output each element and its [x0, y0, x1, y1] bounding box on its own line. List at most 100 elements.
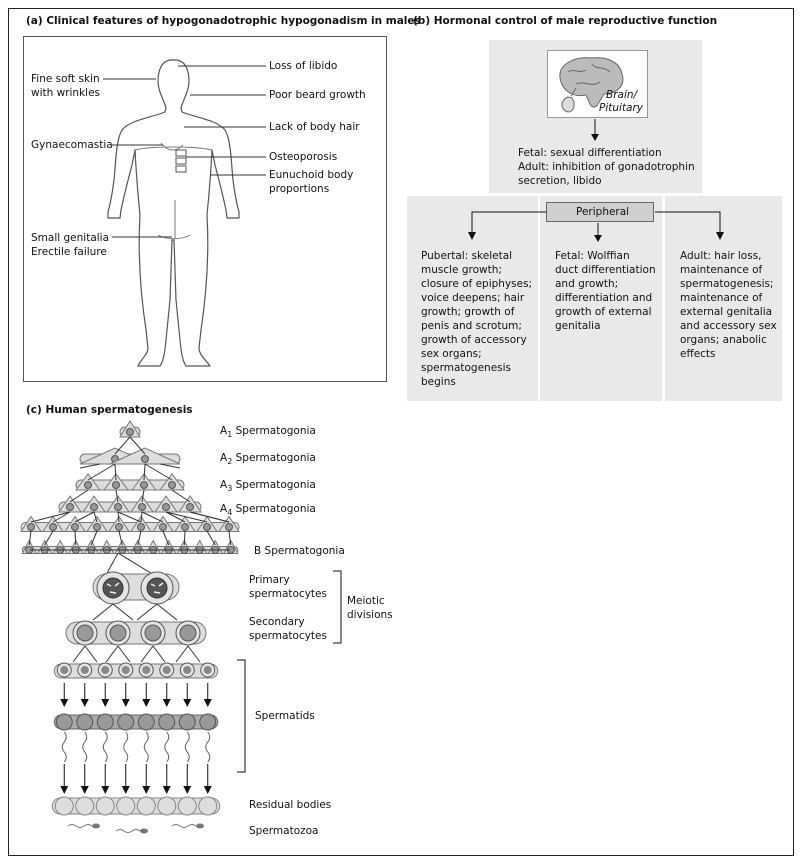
label-primary-2: spermatocytes: [249, 588, 327, 600]
label-gynaecomastia: Gynaecomastia: [31, 139, 113, 151]
spermatid-cell: [76, 713, 94, 731]
connector-line: [165, 511, 186, 523]
residual-body: [198, 796, 218, 816]
early-spermatid-nucleus: [80, 666, 89, 674]
label-meiotic-1: Meiotic: [347, 595, 385, 607]
spermatid-cell: [158, 713, 176, 731]
a4-spermatogonium-nucleus: [114, 503, 122, 511]
connector-line: [189, 511, 230, 523]
label-spermatozoa: Spermatozoa: [249, 825, 319, 837]
secondary-spermatocyte-nucleus: [109, 624, 127, 642]
label-eunuchoid-1: Eunuchoid body: [269, 169, 354, 181]
spermatozoon-tail: [67, 824, 93, 828]
pubertal-line-6: penis and scrotum;: [421, 320, 522, 332]
fetal-line-1: Fetal: Wolffian: [555, 250, 630, 262]
connector-line: [90, 530, 98, 546]
label-secondary-1: Secondary: [249, 616, 305, 628]
chromosome-marks: [106, 582, 120, 594]
residual-body: [75, 796, 95, 816]
spermatid-tail: [123, 731, 129, 763]
connector-line: [118, 530, 123, 546]
a4-expansion-spermatogonium-nucleus: [93, 523, 101, 531]
a4-expansion-spermatogonium-nucleus: [137, 523, 145, 531]
a3-spermatogonium-nucleus: [140, 481, 148, 489]
label-loss-libido: Loss of libido: [269, 60, 338, 72]
spermatozoon-tail: [171, 824, 197, 828]
connector-line: [137, 530, 142, 546]
early-spermatid-nucleus: [121, 666, 130, 674]
label-fine-skin-2: with wrinkles: [31, 87, 101, 99]
connector-line: [183, 530, 186, 546]
spermatozoon-tail: [115, 829, 141, 833]
connector-line: [30, 511, 71, 523]
connector-line: [117, 645, 131, 663]
early-spermatid-nucleus: [60, 666, 69, 674]
connector-line: [112, 603, 134, 621]
panel-c-title: (c) Human spermatogenesis: [26, 404, 193, 416]
adult-line-7: organs; anabolic: [680, 334, 767, 346]
spermatid-cell: [117, 713, 135, 731]
connector-line: [117, 511, 120, 523]
label-osteoporosis: Osteoporosis: [269, 151, 338, 163]
central-line-2: Adult: inhibition of gonadotrophin: [518, 161, 695, 173]
connector-line: [79, 463, 101, 469]
chromosome-marks: [150, 582, 164, 594]
spermatid-band: [53, 714, 219, 730]
male-body-outline: [107, 59, 240, 367]
connector-line: [140, 511, 143, 523]
connector-line: [152, 645, 166, 663]
pubertal-line-5: growth; growth of: [421, 306, 515, 318]
early-spermatid-nucleus: [203, 666, 212, 674]
label-fine-skin-1: Fine soft skin: [31, 73, 100, 85]
primary-spermatocyte-nucleus: [146, 577, 168, 599]
spermatid-cell: [137, 713, 155, 731]
a4-spermatogonium-nucleus: [162, 503, 170, 511]
fetal-line-3: and growth;: [555, 278, 619, 290]
residual-body: [54, 796, 74, 816]
a4-expansion-spermatogonium-nucleus: [27, 523, 35, 531]
spermatid-tail: [164, 731, 170, 763]
a4-spermatogonium-nucleus: [186, 503, 194, 511]
label-residual-bodies: Residual bodies: [249, 799, 332, 811]
meiotic-bracket: [333, 570, 342, 644]
spermatid-tail: [143, 731, 149, 763]
a3-spermatogonium-nucleus: [168, 481, 176, 489]
fetal-line-5: growth of external: [555, 306, 652, 318]
pubertal-line-2: muscle growth;: [421, 264, 502, 276]
pubertal-line-4: voice deepens; hair: [421, 292, 525, 304]
pubertal-line-1: Pubertal: skeletal: [421, 250, 513, 262]
pubertal-line-7: growth of accessory: [421, 334, 527, 346]
a4-expansion-spermatogonium-nucleus: [159, 523, 167, 531]
a4-spermatogonium-nucleus: [66, 503, 74, 511]
a3-spermatogonium-nucleus: [112, 481, 120, 489]
spermatozoon-head: [140, 828, 148, 834]
secondary-spermatocyte-nucleus: [179, 624, 197, 642]
brain-icon: [559, 57, 624, 108]
figure-frame: [8, 8, 794, 856]
spermatozoon-head: [196, 823, 204, 829]
spermatid-tail: [102, 731, 108, 763]
connector-line: [114, 463, 117, 481]
spermatid-tail: [184, 731, 190, 763]
early-spermatid-nucleus: [101, 666, 110, 674]
connector-line: [136, 603, 158, 621]
label-erectile-failure: Erectile failure: [31, 246, 107, 258]
label-spermatids: Spermatids: [255, 710, 315, 722]
a4-expansion-spermatogonium-nucleus: [71, 523, 79, 531]
a4-spermatogonium-nucleus: [90, 503, 98, 511]
adult-line-1: Adult: hair loss,: [680, 250, 762, 262]
residual-body: [177, 796, 197, 816]
connector-line: [144, 463, 173, 481]
secondary-spermatocyte-nucleus: [144, 624, 162, 642]
connector-line: [171, 489, 191, 503]
connector-line: [115, 489, 119, 503]
brain-label-2: Pituitary: [599, 102, 644, 114]
connector-line: [92, 603, 114, 621]
a4-expansion-spermatogonium-nucleus: [225, 523, 233, 531]
connector-line: [105, 645, 119, 663]
connector-line: [105, 552, 119, 576]
connector-line: [187, 645, 201, 663]
spermatid-tail: [61, 731, 67, 763]
